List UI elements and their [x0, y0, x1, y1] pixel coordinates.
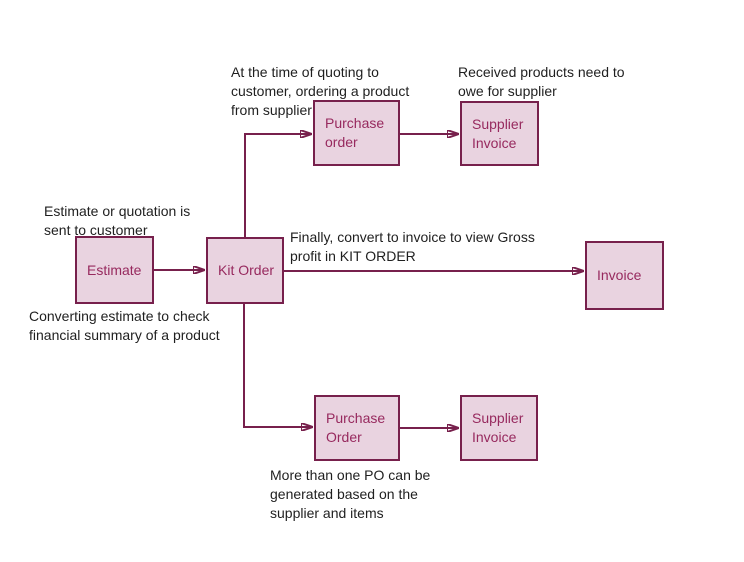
- purchase-order-top-box: Purchase order: [313, 100, 400, 166]
- supplier-invoice-bottom-box: Supplier Invoice: [460, 395, 538, 461]
- estimate-annotation: Estimate or quotation is sent to custome…: [44, 203, 191, 238]
- converting-annotation: Converting estimate to check financial s…: [29, 308, 220, 343]
- supplier-invoice-top-box: Supplier Invoice: [460, 101, 539, 166]
- connector-kit-order-to-purchase-order-top: [244, 134, 312, 237]
- connector-kit-order-to-purchase-order-bottom: [243, 304, 313, 427]
- estimate-box: Estimate: [75, 236, 154, 304]
- received-annotation: Received products need to owe for suppli…: [458, 64, 625, 99]
- quoting-annotation: At the time of quoting to customer, orde…: [231, 64, 410, 118]
- more-po-annotation: More than one PO can be generated based …: [270, 467, 431, 521]
- kit-order-box: Kit Order: [206, 237, 284, 304]
- invoice-box: Invoice: [585, 241, 664, 310]
- purchase-order-bottom-box: Purchase Order: [314, 395, 400, 461]
- finally-annotation: Finally, convert to invoice to view Gros…: [290, 229, 535, 264]
